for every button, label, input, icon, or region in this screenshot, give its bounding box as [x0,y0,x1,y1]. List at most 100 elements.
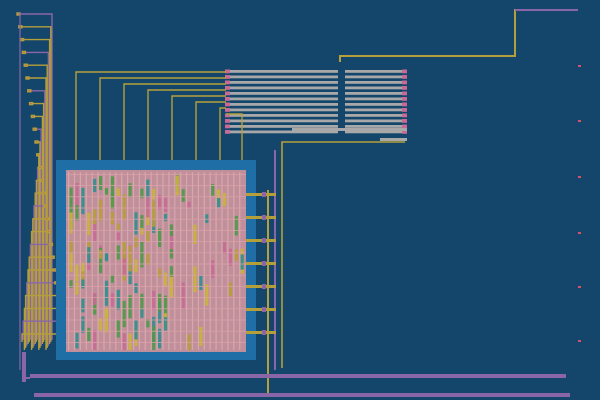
std-cell [110,274,114,283]
std-cell [228,282,232,297]
std-cell [110,211,114,225]
core-column [197,172,199,350]
pin [37,165,43,170]
core-row [66,230,246,231]
std-cell [134,212,138,235]
array-row-left [228,108,338,112]
fanout-wire [29,77,47,350]
bus-wire [195,101,226,168]
edge-tick [578,176,581,178]
std-cell [122,333,126,350]
array-row-left [228,86,338,90]
std-cell [234,249,238,261]
side-stub-via [262,192,266,197]
core-column [121,172,123,350]
std-cell [199,275,203,291]
side-stub [246,331,276,334]
array-pin-left [225,102,230,107]
std-cell [93,292,97,305]
std-cell [146,319,150,328]
fanout-wire [21,333,65,342]
core-column [150,172,152,350]
std-cell [134,237,138,248]
core-column [215,172,217,350]
core-column [132,172,135,350]
side-stub-via [262,307,266,312]
pin [19,37,25,42]
core-column [174,172,176,350]
array-row-right [345,81,407,84]
array-row-right [345,108,407,112]
fanout-wire [34,115,44,344]
std-cell [205,214,209,223]
fanout-wire [33,205,47,346]
std-cell [104,188,109,195]
std-cell [152,188,156,200]
core-row [66,308,246,310]
std-cell [181,189,185,202]
core-column [221,172,223,350]
array-row-right [345,86,407,90]
core-side-stubs [246,192,276,335]
array-pin-left [225,119,230,123]
fanout-wire [27,64,48,348]
std-cell [81,262,85,276]
std-cell [116,289,120,310]
pin [32,127,37,131]
std-cell [75,194,79,211]
pin [43,204,48,208]
left-fanout-wires [16,12,66,370]
std-cell [128,183,132,198]
std-cell [99,318,103,331]
core-row [66,330,246,332]
pin [36,153,41,157]
edge-tick [578,340,581,342]
std-cell [199,326,203,346]
std-cell [75,282,79,295]
core-block[interactable] [56,160,256,360]
core-column [233,172,235,350]
std-cell [222,193,227,207]
core-row [66,218,246,220]
array-pin-right [402,130,407,134]
array-pin-left [225,75,230,79]
fanout-wire [28,256,55,342]
bottom-power-rails [22,352,570,397]
array-row-left [228,81,338,84]
std-cell [93,209,97,225]
std-cell [93,329,97,350]
core-row [66,297,246,298]
std-cell [158,228,162,247]
std-cell [222,241,227,254]
std-cell [75,264,79,282]
std-cell [87,212,91,236]
std-cell [128,246,132,272]
core-row [66,286,246,287]
std-cell [187,201,191,208]
std-cell [116,223,120,231]
core-row [66,241,246,242]
std-cell [122,194,126,221]
core-column [227,172,229,350]
side-stub-via [262,284,266,289]
std-cell [140,307,144,318]
std-cell [116,188,120,196]
core-column [191,172,194,350]
std-cell [140,241,144,268]
std-cell [140,227,144,235]
std-cell [104,253,109,261]
std-cell [69,280,73,288]
std-cell [158,194,162,210]
std-cell [181,282,185,310]
core-row [66,196,246,198]
bus-wire [99,77,226,168]
array-row-right [345,92,407,95]
array-pin-left [225,86,230,90]
array-row-left [228,92,338,95]
pin [48,242,54,247]
std-cell [122,300,126,328]
array-row-left [228,130,338,134]
core-row [66,252,246,254]
edge-tick [578,232,581,234]
